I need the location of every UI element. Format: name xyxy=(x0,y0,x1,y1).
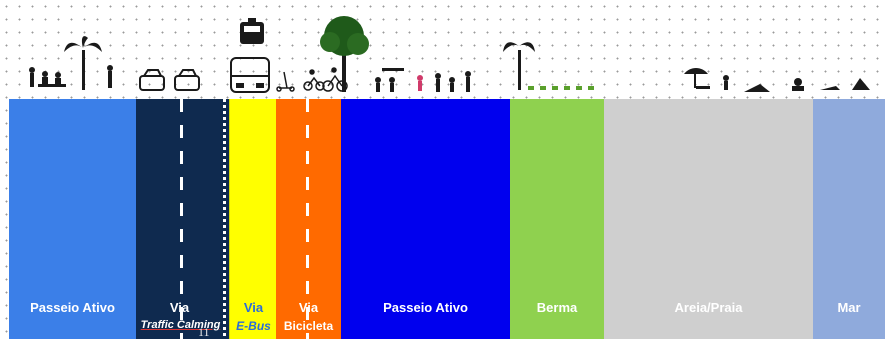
band-sublabel: Bicicleta xyxy=(283,319,334,333)
bus-icon xyxy=(230,57,270,93)
car-icon xyxy=(139,69,200,91)
band-via-traffic-calming: Via Traffic Calming 11 xyxy=(136,99,229,339)
pedestrians-icon xyxy=(375,68,471,92)
band-label: Berma xyxy=(536,300,578,315)
band-berma: Berma xyxy=(510,99,604,339)
lane-divider-dashed xyxy=(306,99,309,339)
band-passeio-ativo-1: Passeio Ativo xyxy=(9,99,136,339)
lane-divider-dashed xyxy=(180,99,183,339)
cyclist-icon xyxy=(303,67,348,92)
band-label: Passeio Ativo xyxy=(383,300,468,315)
band-via-bicicleta: Via Bicicleta xyxy=(276,99,341,339)
beach-people-icon xyxy=(684,68,870,92)
band-label: Via xyxy=(169,300,190,315)
band-sublabel: E-Bus xyxy=(236,319,271,333)
people-cafe-icon xyxy=(29,65,113,88)
band-mar: Mar xyxy=(813,99,885,339)
palm-tree-icon xyxy=(64,36,102,90)
page-number: 11 xyxy=(198,325,210,339)
silhouette-icons-row xyxy=(29,16,870,93)
band-via-ebus: Via E-Bus xyxy=(229,99,277,339)
band-passeio-ativo-2: Passeio Ativo xyxy=(341,99,510,339)
grass-icon xyxy=(528,86,594,90)
band-label: Via xyxy=(298,300,319,315)
scooter-icon xyxy=(276,71,295,92)
band-label: Passeio Ativo xyxy=(30,300,115,315)
lane-edge-dotted xyxy=(223,99,226,339)
van-icon xyxy=(240,18,264,44)
band-areia-praia: Areia/Praia xyxy=(604,99,813,339)
palm-tree-icon xyxy=(503,42,535,90)
tree-icon xyxy=(320,16,369,92)
band-sublabel: Traffic Calming xyxy=(140,319,221,331)
band-label: Mar xyxy=(837,300,861,315)
band-label: Areia/Praia xyxy=(674,300,743,315)
band-label: Via xyxy=(243,300,264,315)
